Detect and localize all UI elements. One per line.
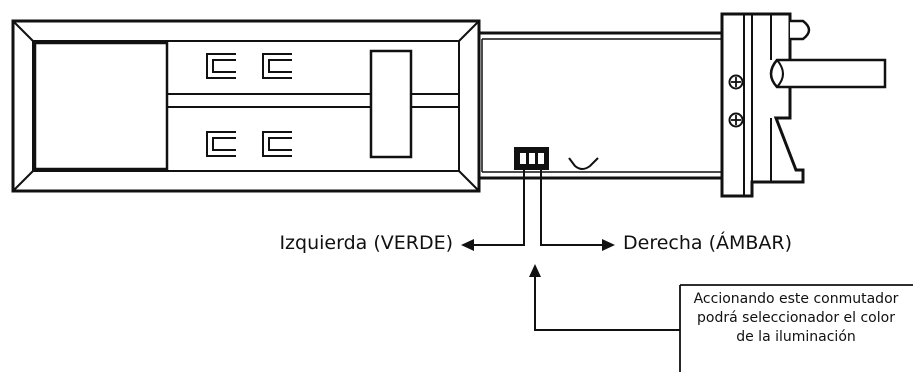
mount-bracket [720,12,887,198]
arrowhead-up [529,264,541,277]
clip-bracket [206,131,236,157]
left-position-label: Izquierda (VERDE) [279,232,453,254]
slider-knob [369,49,413,159]
bevel-bottom-left [12,170,34,192]
color-switch [514,147,549,170]
callout-line: de la iluminación [736,329,856,345]
bevel-top-right [458,20,480,42]
lens-window [33,41,169,171]
callout-leader [534,277,680,331]
bevel-bottom-right [458,170,480,192]
leader-lines [461,170,680,331]
bevel-top-left [12,20,34,42]
lamp-tube [479,31,722,180]
arrowhead-right [602,239,615,251]
lamp-housing [11,19,481,193]
clip-bracket [206,53,236,79]
leader-left [472,170,525,246]
callout-note: Accionando este conmutador podrá selecci… [680,290,912,347]
right-position-label: Derecha (ÁMBAR) [623,232,793,254]
tube-notch [568,157,599,170]
housing-outer [11,19,481,193]
adjust-knob [790,19,811,41]
mount-rod [769,58,887,89]
clip-bracket [262,131,292,157]
arrowhead-left [461,239,474,251]
screw-head-icon [728,74,744,90]
callout-line: podrá seleccionador el color [697,310,895,326]
callout-line: Accionando este conmutador [693,291,899,307]
bracket-body [720,12,805,198]
leader-right [540,170,602,246]
screw-head-icon [728,112,744,128]
callout-box [679,284,913,372]
clip-bracket [262,53,292,79]
